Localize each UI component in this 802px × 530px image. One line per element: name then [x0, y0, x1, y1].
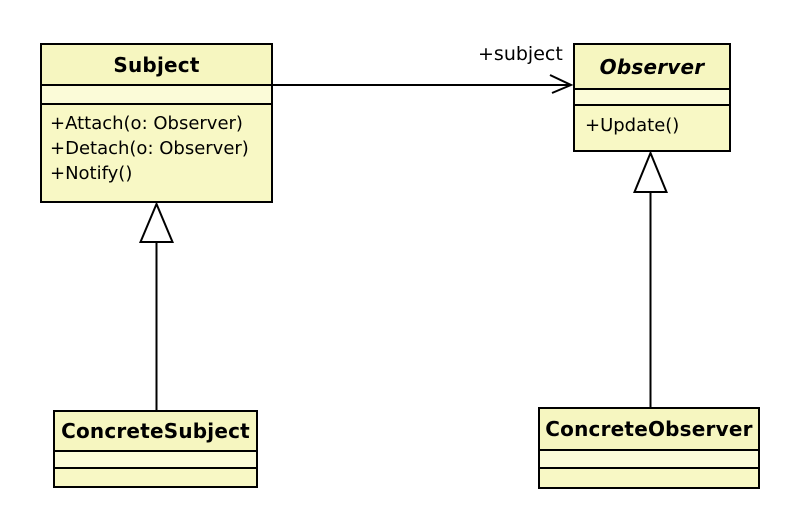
class-box-observer: Observer +Update() [573, 43, 731, 152]
class-name-concrete-observer: ConcreteObserver [540, 409, 758, 449]
method-update: +Update() [585, 115, 680, 136]
class-name-observer: Observer [575, 45, 729, 88]
methods-section-concrete-observer [540, 467, 758, 487]
association-subject-observer [273, 74, 574, 94]
association-role-label: +subject [478, 43, 563, 65]
hollow-triangle-icon [138, 201, 175, 243]
class-name-concrete-subject: ConcreteSubject [55, 412, 256, 450]
class-name-subject: Subject [42, 45, 271, 84]
methods-section-observer: +Update() [575, 104, 729, 150]
attributes-section-concrete-subject [55, 450, 256, 467]
methods-section-concrete-subject [55, 467, 256, 486]
attributes-section-subject [42, 84, 271, 103]
method-notify: +Notify() [50, 163, 133, 184]
class-box-concrete-observer: ConcreteObserver [538, 407, 760, 489]
methods-section-subject: +Attach(o: Observer) +Detach(o: Observer… [42, 103, 271, 201]
class-box-subject: Subject +Attach(o: Observer) +Detach(o: … [40, 43, 273, 203]
open-arrowhead-icon [549, 74, 574, 94]
generalization-concreteobserver-observer [633, 150, 668, 407]
generalization-concretesubject-subject [138, 201, 175, 410]
hollow-triangle-icon [633, 150, 668, 193]
attributes-section-observer [575, 88, 729, 104]
method-detach: +Detach(o: Observer) [50, 138, 249, 159]
class-box-concrete-subject: ConcreteSubject [53, 410, 258, 488]
attributes-section-concrete-observer [540, 449, 758, 467]
method-attach: +Attach(o: Observer) [50, 113, 243, 134]
